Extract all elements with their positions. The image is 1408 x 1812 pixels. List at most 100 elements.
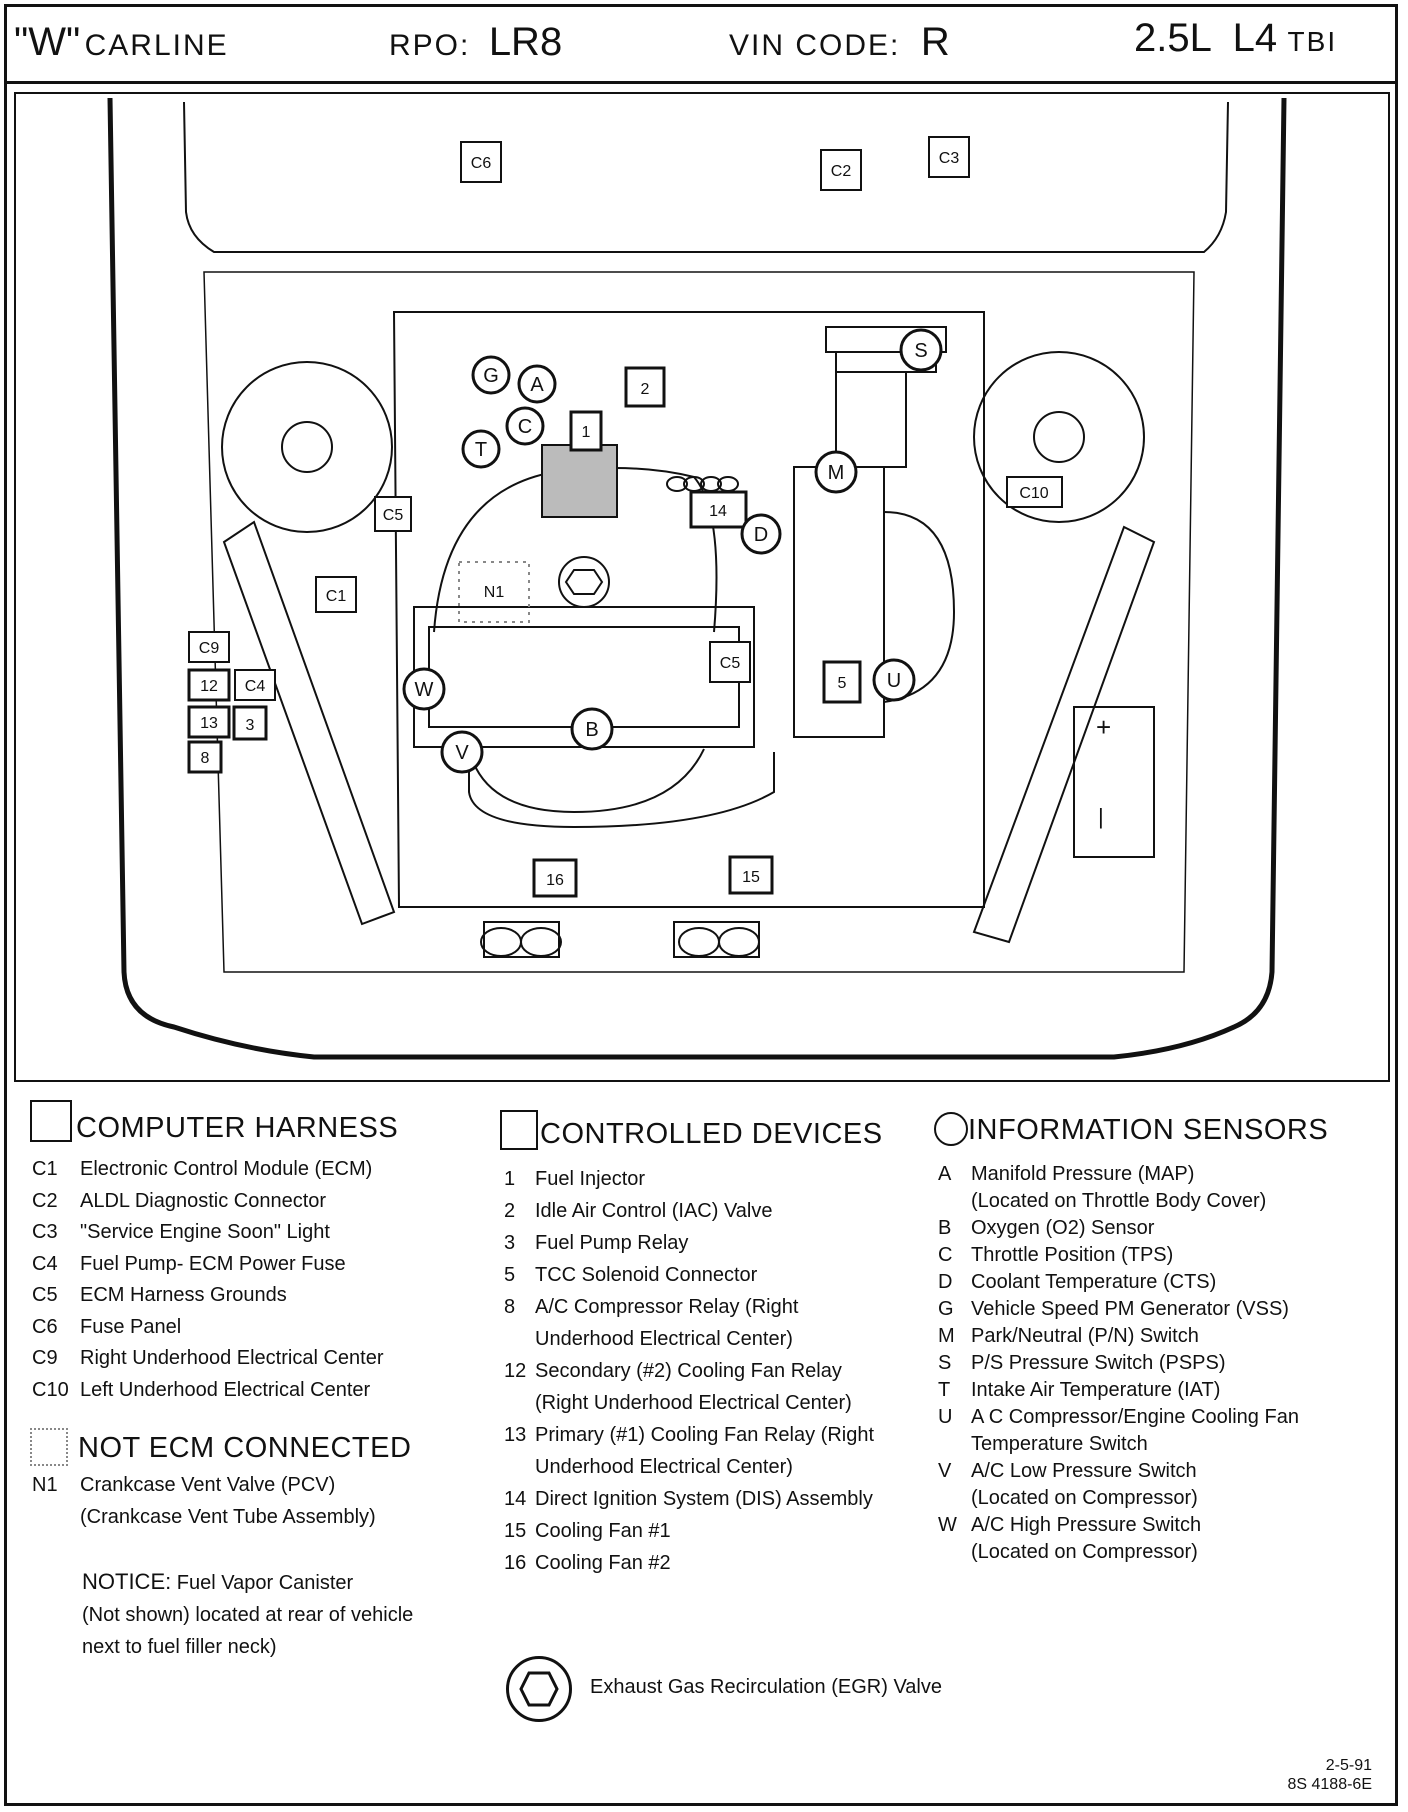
legend-item-code: C3 (32, 1221, 58, 1243)
d2-label: 2 (641, 381, 650, 398)
legend-item-code: 3 (504, 1232, 516, 1254)
legend-item-code: 15 (504, 1520, 527, 1542)
controlled-devices-title: CONTROLLED DEVICES (540, 1118, 883, 1150)
not-ecm-icon (30, 1428, 68, 1466)
battery (1073, 706, 1155, 858)
legend-item-text: Park/Neutral (P/N) Switch (971, 1325, 1199, 1347)
vin-block: VIN CODE: R (729, 20, 950, 65)
engine-main: 2.5L L4 (1134, 16, 1278, 60)
legend-item-text: ALDL Diagnostic Connector (80, 1189, 327, 1212)
d14-label: 14 (709, 503, 727, 520)
sensor-d-label: D (754, 524, 768, 546)
computer-harness-icon (30, 1100, 72, 1142)
footer-block: 2-5-91 8S 4188-6E (1287, 1756, 1372, 1794)
sensor-s-label: S (914, 340, 927, 362)
engine-suffix: TBI (1287, 26, 1338, 57)
c2-label: C2 (831, 163, 852, 180)
sensor-b-marker (570, 707, 614, 751)
notice-block: NOTICE: Fuel Vapor Canister (Not shown) … (82, 1566, 413, 1663)
d12-label: 12 (200, 678, 218, 695)
n1-label: N1 (484, 584, 505, 601)
legend-item-text: (Located on Throttle Body Cover) (971, 1190, 1267, 1212)
legend-item-code: 14 (504, 1488, 527, 1510)
sensor-v-marker (440, 730, 484, 774)
notice-line2: (Not shown) located at rear of vehicle (82, 1604, 414, 1626)
c1-marker (315, 576, 357, 613)
c6-label: C6 (471, 155, 492, 172)
legend-item-code: G (938, 1298, 954, 1320)
sensor-c-label: C (518, 416, 532, 438)
egr-hex (564, 569, 604, 595)
legend-item-code: 2 (504, 1200, 516, 1222)
legend-item-text: A/C Low Pressure Switch (971, 1460, 1197, 1482)
right-pulley (973, 351, 1145, 523)
left-strut (222, 520, 396, 926)
legend-item-text: Fuel Pump- ECM Power Fuse (80, 1252, 346, 1275)
legend-item-text: Left Underhood Electrical Center (80, 1378, 371, 1401)
legend-item-text: (Crankcase Vent Tube Assembly) (80, 1506, 376, 1528)
exhaust-manifold (468, 748, 705, 814)
legend-item-code: B (938, 1217, 952, 1239)
sensor-t-marker (461, 429, 501, 469)
sensor-c-marker (505, 406, 545, 446)
notice-line3: next to fuel filler neck) (82, 1636, 277, 1658)
legend-item-text: Coolant Temperature (CTS) (971, 1271, 1217, 1293)
legend-item-text: A/C Compressor Relay (Right (535, 1296, 799, 1318)
legend-item-code: C2 (32, 1189, 58, 1212)
legend-item-code: C1 (32, 1158, 58, 1180)
legend-item-code: U (938, 1406, 953, 1428)
c9-marker (188, 631, 230, 663)
left-pulley-hub (281, 421, 333, 473)
footer-code: 8S 4188-6E (1287, 1776, 1372, 1793)
legend-item-text: Throttle Position (TPS) (971, 1244, 1174, 1266)
legend-item-text: Cooling Fan #1 (535, 1520, 671, 1542)
sensor-d-marker (740, 513, 782, 555)
not-ecm-title: NOT ECM CONNECTED (78, 1432, 412, 1464)
d16-marker (532, 858, 578, 898)
d13-label: 13 (200, 715, 218, 732)
notice-label: NOTICE: (82, 1569, 172, 1594)
d12-marker (187, 668, 231, 702)
legend-item-code: 13 (504, 1424, 527, 1446)
sensor-a-label: A (530, 374, 544, 396)
vin-label: VIN CODE: (729, 29, 901, 62)
c3-marker (928, 136, 970, 178)
legend-item-text: Electronic Control Module (ECM) (80, 1158, 373, 1180)
c5a-marker (374, 496, 412, 532)
rpo-block: RPO: LR8 (389, 20, 562, 65)
right-strut (972, 525, 1156, 944)
c10-label: C10 (1019, 485, 1048, 502)
legend-item-text: Underhood Electrical Center) (535, 1456, 793, 1478)
legend-item-text: Secondary (#2) Cooling Fan Relay (535, 1360, 842, 1382)
legend-item-code: C9 (32, 1347, 58, 1369)
sensor-w-marker (402, 667, 446, 711)
legend-item-text: Manifold Pressure (MAP) (971, 1163, 1195, 1185)
sensor-g-marker (471, 355, 511, 395)
sensor-u-marker (872, 658, 916, 702)
sensor-u-label: U (887, 670, 901, 692)
carline-prefix: "W" (14, 20, 81, 64)
legend-item-code: C6 (32, 1315, 58, 1338)
d16-label: 16 (546, 872, 564, 889)
information-sensors-title: INFORMATION SENSORS (968, 1114, 1329, 1146)
engine-block (392, 311, 985, 908)
legend-item-code: C (938, 1244, 953, 1266)
c5b-marker (709, 641, 751, 683)
legend-item-text: Oxygen (O2) Sensor (971, 1217, 1155, 1239)
legend-item-text: "Service Engine Soon" Light (80, 1221, 330, 1243)
d15-label: 15 (742, 869, 760, 886)
legend-item-text: Temperature Switch (971, 1433, 1148, 1455)
legend-item-text: Intake Air Temperature (IAT) (971, 1379, 1221, 1401)
d5-marker (822, 660, 862, 704)
legend-item-text: Vehicle Speed PM Generator (VSS) (971, 1298, 1289, 1320)
carline-label: CARLINE (84, 29, 229, 62)
c1-label: C1 (326, 588, 347, 605)
d3-label: 3 (246, 717, 255, 734)
computer-harness-title: COMPUTER HARNESS (76, 1112, 399, 1144)
rpo-label: RPO: (389, 29, 471, 62)
legend-item-text: Direct Ignition System (DIS) Assembly (535, 1488, 873, 1510)
legend-item-text: Fuel Injector (535, 1168, 646, 1190)
c9-label: C9 (199, 640, 220, 657)
engine-block: 2.5L L4 TBI (1134, 16, 1337, 61)
cowl (183, 101, 1229, 253)
